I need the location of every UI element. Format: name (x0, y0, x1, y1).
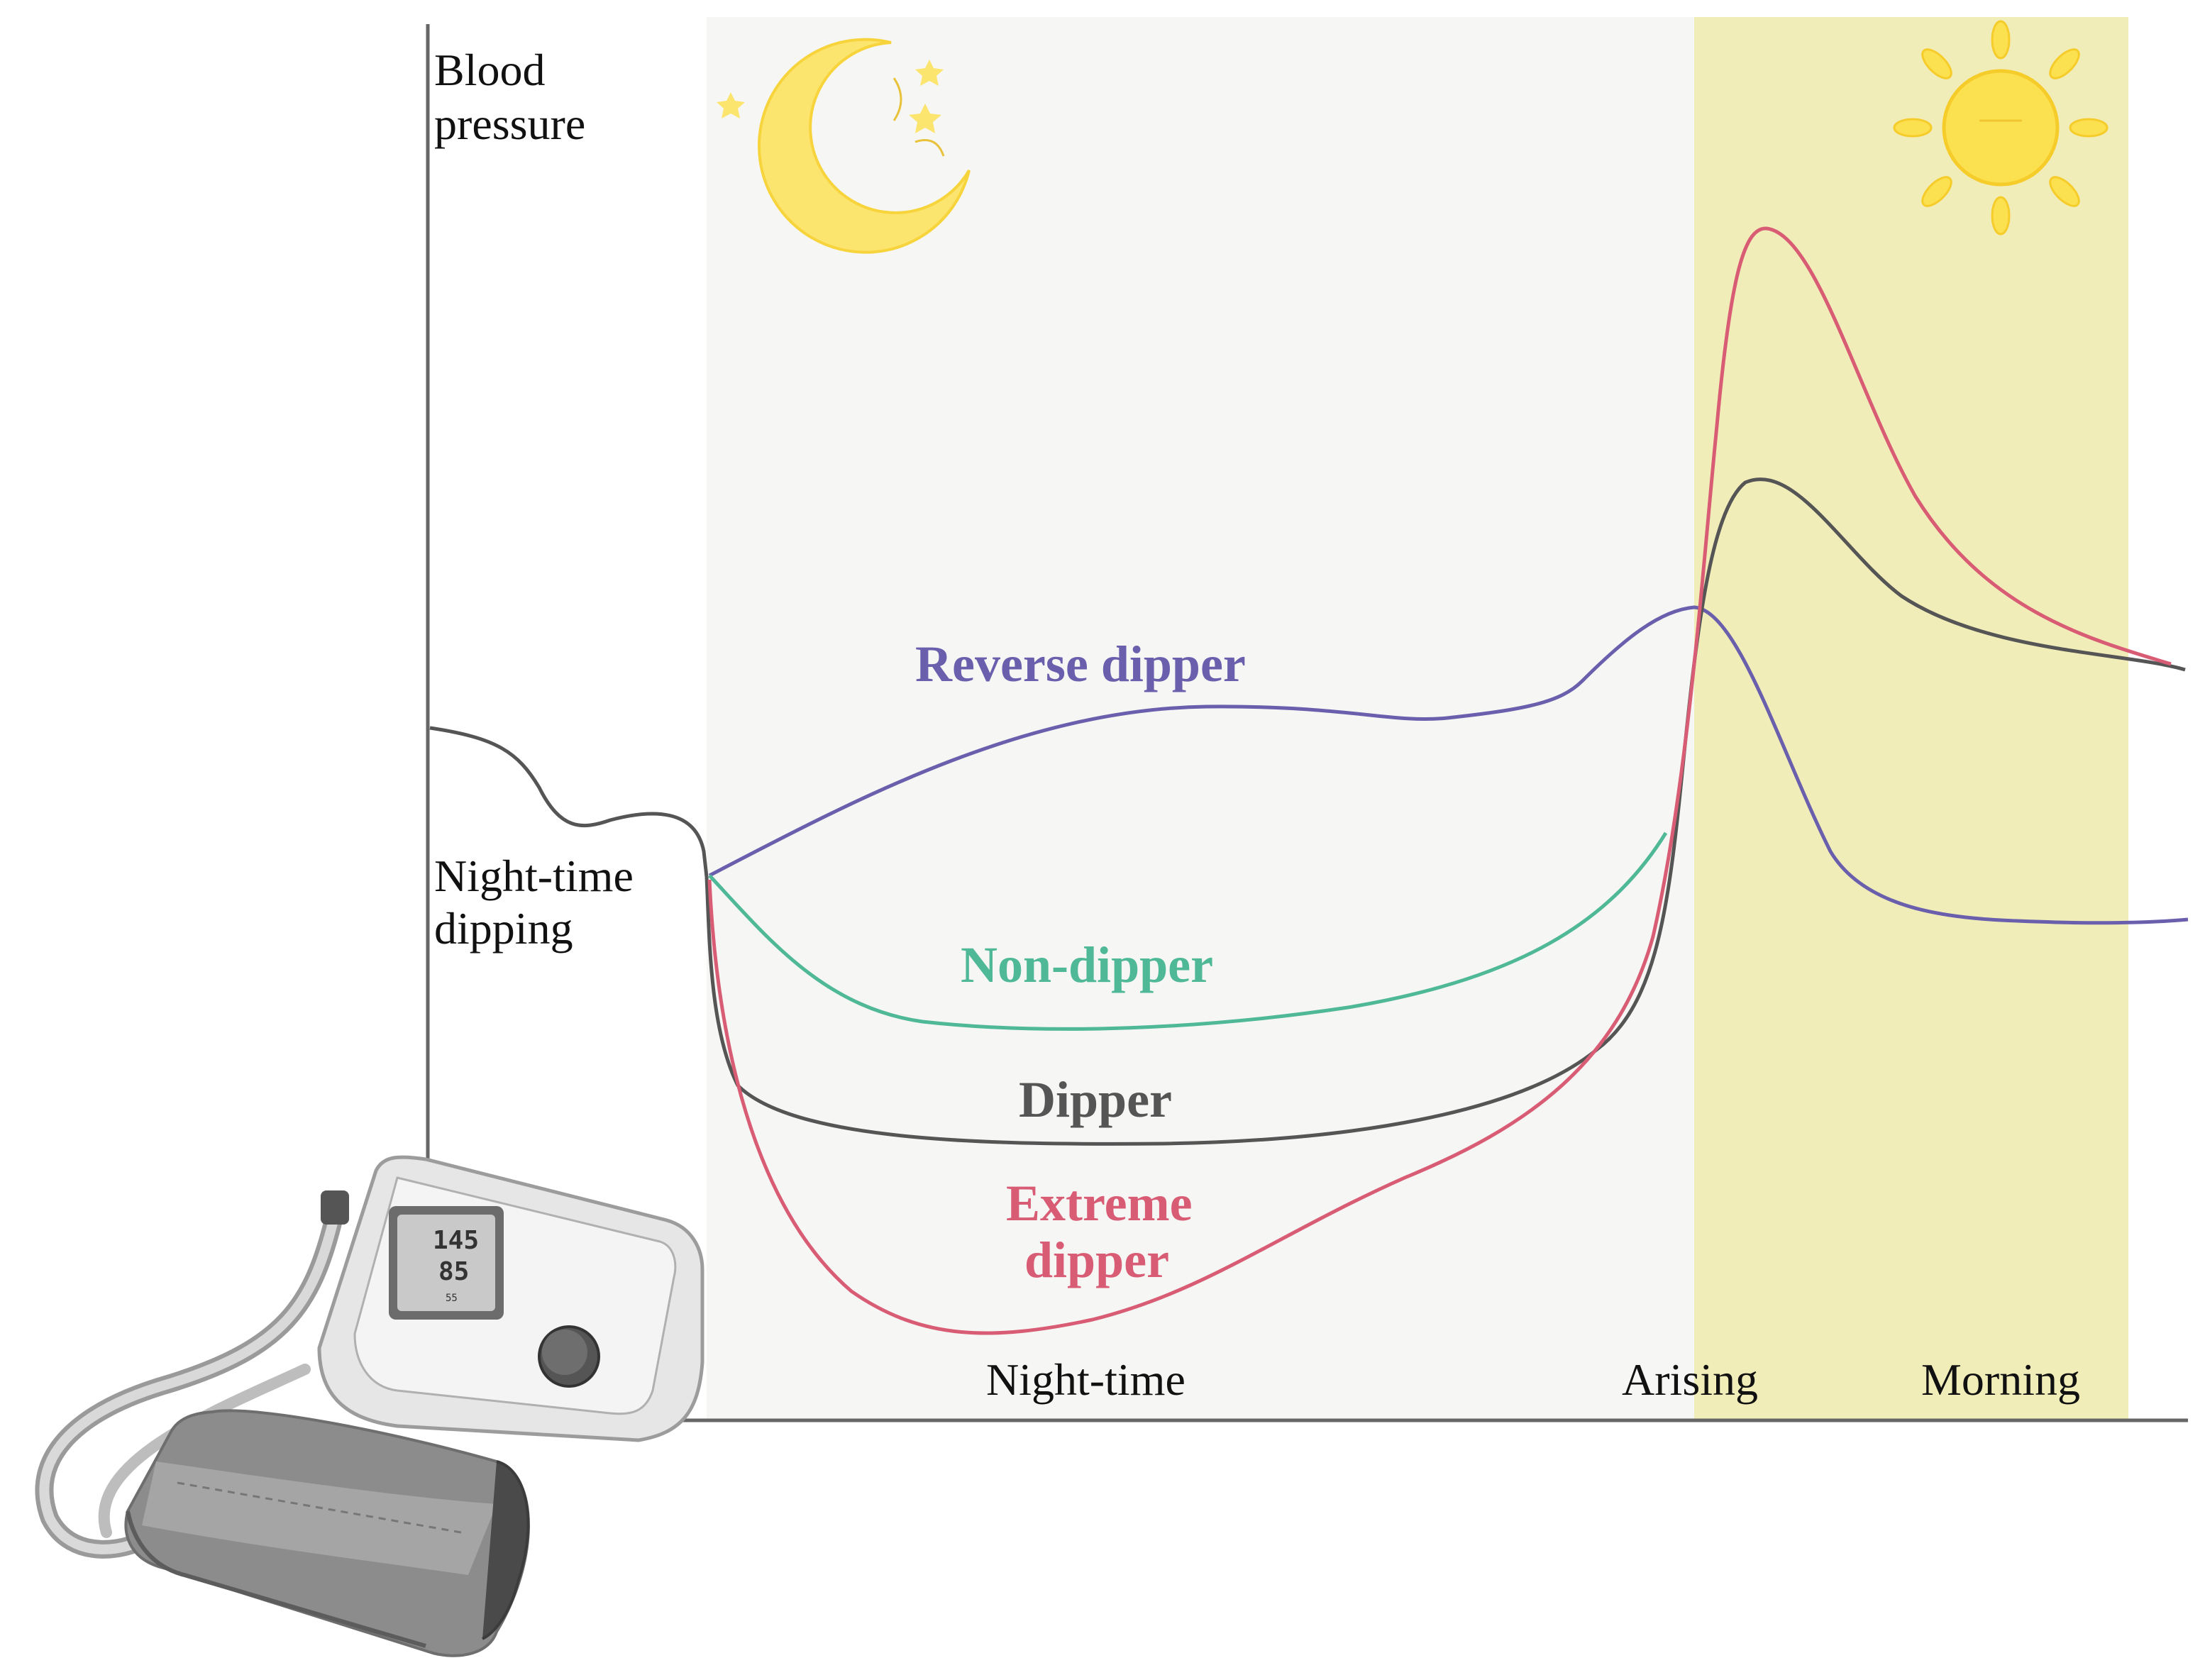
period-night-label: Night-time (986, 1354, 1186, 1405)
extreme-dipper-label-line1: Extreme (1006, 1175, 1193, 1232)
period-arising-label: Arising (1622, 1354, 1758, 1405)
morning-panel (1694, 17, 2128, 1419)
pulse-readout: 55 (446, 1293, 458, 1304)
tube-connector (321, 1190, 349, 1225)
sun-icon (1893, 20, 2109, 236)
period-morning-label: Morning (1921, 1354, 2080, 1405)
reverse-dipper-label: Reverse dipper (915, 636, 1246, 692)
dipper-curve (704, 477, 2186, 1146)
pre-night-curve (429, 726, 709, 878)
star-icon (717, 60, 944, 214)
extreme-dipper-curve (707, 226, 2172, 1335)
reverse-dipper-curve (708, 605, 2189, 925)
dipping-label-line2: dipping (434, 903, 573, 954)
dipper-label: Dipper (1019, 1071, 1172, 1128)
diastolic-readout: 85 (438, 1257, 469, 1286)
systolic-readout: 145 (433, 1226, 479, 1255)
extreme-dipper-label-line2: dipper (1024, 1232, 1169, 1288)
non-dipper-label: Non-dipper (961, 936, 1213, 993)
blood-pressure-monitor: 145 85 55 (35, 1155, 704, 1657)
y-axis-label-line2: pressure (434, 99, 585, 149)
dipping-label-line1: Night-time (434, 851, 634, 901)
non-dipper-curve (708, 831, 1668, 1031)
y-axis-label-line1: Blood (434, 45, 545, 95)
